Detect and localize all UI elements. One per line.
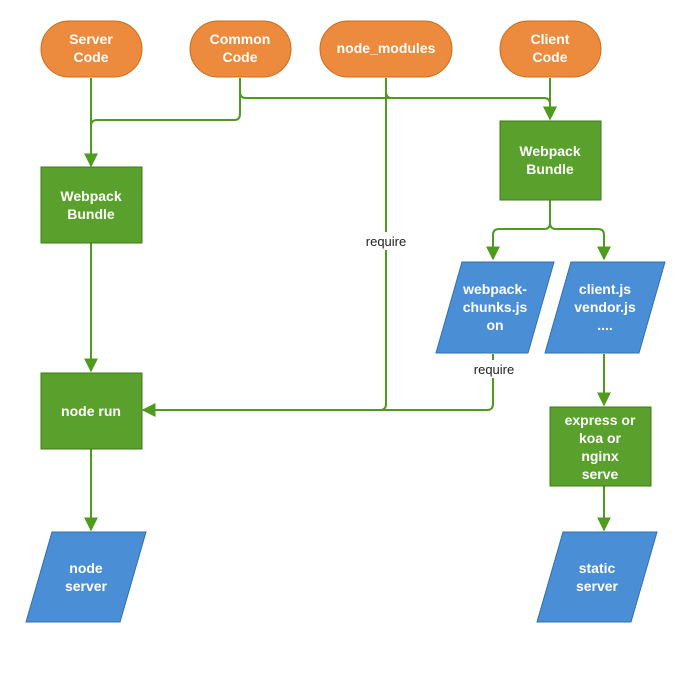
svg-text:node_modules: node_modules	[337, 40, 436, 56]
edge-chunks-to-node-run	[380, 354, 494, 411]
edge-label-require-chunks: require	[466, 360, 522, 378]
edges	[84, 78, 611, 532]
svg-text:node run: node run	[61, 403, 121, 419]
node-node-run: node run	[40, 372, 143, 450]
svg-text:require: require	[366, 234, 406, 249]
edge-client-bundle-to-chunks	[486, 200, 551, 261]
edge-label-require-modules: require	[358, 232, 414, 250]
edge-common-to-client-bundle	[239, 78, 557, 121]
edge-client-bundle-to-clientjs	[549, 222, 611, 261]
svg-text:require: require	[474, 362, 514, 377]
edge-modules-to-node-run	[141, 78, 387, 417]
node-node-modules: node_modules	[319, 20, 453, 78]
edge-common-to-server-bundle	[90, 78, 241, 127]
